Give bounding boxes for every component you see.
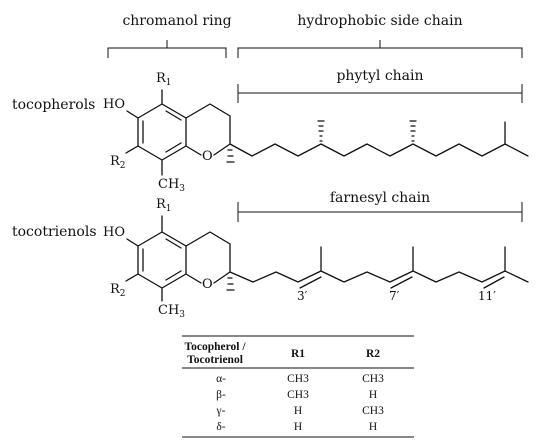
phytyl-chain-label: phytyl chain xyxy=(336,68,423,84)
position-11-label: 11′ xyxy=(478,289,496,303)
tocopherol-r2: R2 xyxy=(110,154,126,171)
table-row-form: β- xyxy=(216,389,226,401)
tocopherol-hydroxyl: HO xyxy=(103,97,125,112)
position-7-label: 7′ xyxy=(389,289,400,303)
tocotrienol-molecule xyxy=(125,215,529,302)
tocotrienol-ring-oxygen: O xyxy=(202,277,213,292)
tocopherol-ring-oxygen: O xyxy=(202,149,213,164)
tocotrienol-methyl: CH3 xyxy=(158,303,185,320)
table-row-r1: H xyxy=(294,405,302,417)
position-3-label: 3′ xyxy=(297,289,308,303)
table-row-r1: CH3 xyxy=(287,373,309,385)
phytyl-chain-bonds xyxy=(229,121,529,157)
tocopherol-r1: R1 xyxy=(156,71,172,88)
table-row-r1: H xyxy=(294,421,302,433)
tocotrienol-r1: R1 xyxy=(156,197,172,214)
table-header-r2: R2 xyxy=(366,348,380,360)
farnesyl-chain-bracket xyxy=(237,202,523,222)
table-header-r1: R1 xyxy=(291,348,305,360)
table-row-r2: H xyxy=(369,389,377,401)
tocotrienol-hydroxyl: HO xyxy=(103,225,125,240)
tocopherols-label: tocopherols xyxy=(12,97,95,113)
farnesyl-chain-bonds xyxy=(229,246,529,283)
table-row-r2: CH3 xyxy=(362,405,384,417)
table-header-form-line1: Tocopherol / xyxy=(184,341,246,353)
tocotrienol-r2: R2 xyxy=(110,282,126,299)
tocopherol-pyran-ring xyxy=(185,103,231,156)
table-header-form-line2: Tocotrienol xyxy=(187,354,243,366)
table-row-form: α- xyxy=(216,373,226,385)
tocopherol-aromatic-ring xyxy=(137,103,187,161)
tocotrienol-pyran-ring xyxy=(185,231,231,284)
table-row-r2: H xyxy=(369,421,377,433)
chromanol-ring-label: chromanol ring xyxy=(122,13,231,29)
tocopherol-molecule xyxy=(125,89,529,176)
phytyl-chain-bracket xyxy=(237,84,523,103)
tocopherol-methyl: CH3 xyxy=(158,177,185,194)
tocotrienols-label: tocotrienols xyxy=(12,224,97,240)
farnesyl-chain-label: farnesyl chain xyxy=(330,190,430,206)
tocotrienol-aromatic-ring xyxy=(137,231,187,289)
substituent-table: Tocopherol / Tocotrienol R1 R2 α- CH3 CH… xyxy=(182,335,414,438)
hydrophobic-side-chain-bracket xyxy=(237,40,523,58)
table-row-r1: CH3 xyxy=(287,389,309,401)
chromanol-ring-bracket xyxy=(107,40,227,58)
hydrophobic-side-chain-label: hydrophobic side chain xyxy=(297,13,462,29)
table-row-form: γ- xyxy=(216,405,226,417)
table-row-form: δ- xyxy=(216,421,225,433)
table-row-r2: CH3 xyxy=(362,373,384,385)
